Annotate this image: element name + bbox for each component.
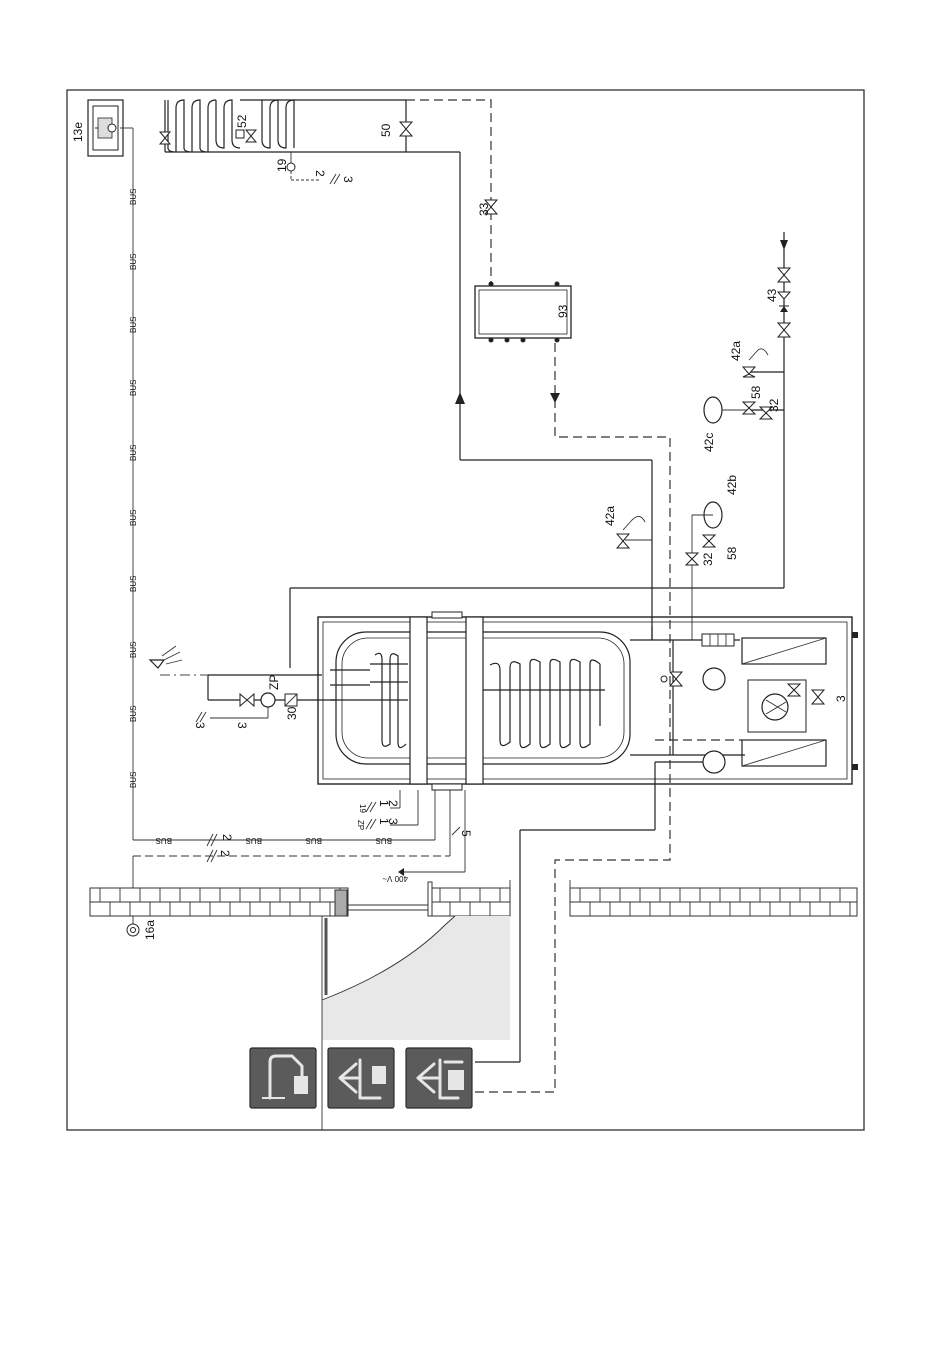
svg-text:32: 32 (767, 398, 781, 412)
heat-pump-unit: 3 (318, 612, 858, 790)
expansion-vessel-42c: 42c 58 32 (702, 385, 781, 452)
svg-text:BUS: BUS (376, 836, 392, 845)
bus-labels: BUS BUS BUS BUS BUS BUS BUS BUS BUS BUS (129, 189, 138, 788)
svg-text:3: 3 (235, 722, 249, 729)
svg-text:5: 5 (459, 830, 473, 837)
svg-text:3: 3 (341, 176, 355, 183)
svg-text:13e: 13e (71, 122, 85, 142)
svg-text:42b: 42b (725, 475, 739, 495)
svg-text:19: 19 (358, 804, 367, 813)
svg-text:19: 19 (275, 158, 289, 172)
controller-13e: 13e (71, 100, 123, 156)
svg-text:BUS: BUS (129, 772, 138, 788)
circulation-pump-zp: ZP 30 3 3 (193, 675, 336, 729)
svg-text:30: 30 (285, 706, 299, 720)
svg-text:BUS: BUS (129, 510, 138, 526)
floor-heating-circuit (160, 100, 652, 640)
svg-text:42a: 42a (729, 341, 743, 361)
svg-text:BUS: BUS (129, 445, 138, 461)
svg-text:BUS: BUS (246, 836, 262, 845)
svg-text:400 V~: 400 V~ (382, 874, 408, 883)
svg-text:2: 2 (386, 800, 400, 807)
bypass-valve-50: 50 (379, 122, 412, 137)
svg-text:BUS: BUS (129, 317, 138, 333)
svg-text:43: 43 (765, 288, 779, 302)
svg-text:BUS: BUS (129, 189, 138, 205)
shower-outlet (150, 646, 208, 675)
svg-text:58: 58 (749, 385, 763, 399)
svg-text:58: 58 (725, 546, 739, 560)
svg-text:BUS: BUS (129, 380, 138, 396)
dhw-mode-icon (328, 1048, 394, 1108)
ground-wall (90, 880, 857, 1130)
svg-text:2: 2 (313, 170, 327, 177)
svg-text:BUS: BUS (129, 706, 138, 722)
svg-text:BUS: BUS (129, 254, 138, 270)
safety-valve-42a-lower: 42a (603, 506, 652, 548)
svg-text:2: 2 (218, 850, 232, 857)
buffer-tank-93: 93 (475, 282, 571, 343)
svg-text:BUS: BUS (129, 642, 138, 658)
svg-text:BUS: BUS (306, 836, 322, 845)
svg-text:52: 52 (235, 114, 249, 128)
expansion-vessel-42b: 42b 58 32 (686, 475, 739, 640)
flow-sensor-19: 19 2 3 (275, 152, 355, 184)
svg-text:42a: 42a (603, 506, 617, 526)
heating-mode-icon (406, 1048, 472, 1108)
svg-text:BUS: BUS (129, 576, 138, 592)
floor-heating-mode-icon (250, 1048, 316, 1108)
zone-valve-52: 52 (235, 114, 256, 142)
svg-text:ZP: ZP (267, 675, 281, 690)
outdoor-sensor-16a: 16a (127, 920, 157, 940)
svg-text:33: 33 (477, 202, 491, 216)
svg-text:3: 3 (386, 818, 400, 825)
svg-text:50: 50 (379, 123, 393, 137)
svg-text:42c: 42c (702, 433, 716, 452)
separator-valve-33: 33 (477, 200, 497, 216)
svg-text:3: 3 (193, 722, 207, 729)
svg-text:32: 32 (701, 552, 715, 566)
svg-text:ZP: ZP (356, 820, 365, 830)
svg-text:BUS: BUS (156, 836, 172, 845)
svg-text:3: 3 (834, 695, 848, 702)
svg-text:93: 93 (556, 304, 570, 318)
svg-text:16a: 16a (143, 920, 157, 940)
svg-text:2: 2 (220, 834, 234, 841)
